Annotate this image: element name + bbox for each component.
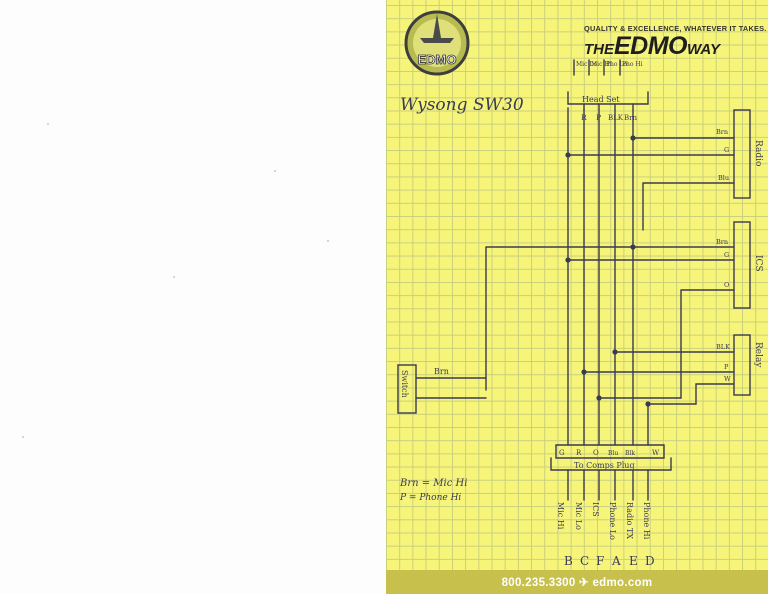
left-blank-page [22,123,329,438]
radio-blue-wire [642,182,735,231]
comp-wire-stubs [567,469,649,501]
comp-pin-o: O [593,449,599,457]
pin-letter-e: E [629,554,638,568]
ics-orange-wire [598,289,735,399]
radio-wire-brn: Brn [716,128,728,136]
head-set-pin-blk: BLK [608,114,624,122]
relay-connector [733,334,751,396]
head-set-label: Head Set [582,95,620,104]
radio-wire-blu: Blu [718,174,729,182]
pin-letter-a: A [611,554,621,568]
diagram-title: Wysong SW30 [400,95,524,115]
pad-footer: 800.235.3300 ✈ edmo.com [386,570,768,594]
comp-function-ics: ICS [591,502,600,517]
pin-letter-c: C [580,554,589,568]
top-label-pho-lo: Pho Lo [606,61,627,68]
comp-function-phone-lo: Phone Lo [608,502,617,540]
relay-white-wire [647,383,735,405]
wiring-diagram: Wysong SW30 Mic Lo Mic Hi Pho Lo Pho Hi … [397,59,763,568]
paper-speck [274,170,276,172]
pin-letter-f: F [596,554,604,568]
top-label-mic-lo: Mic Lo [576,61,597,68]
comp-pin-g: G [559,449,565,457]
relay-wire-blk: BLK [716,343,730,351]
switch-brown-wire [485,246,634,391]
ics-label: ICS [753,255,763,272]
switch-label: Switch [400,370,409,398]
comp-function-mic-hi: Mic Hi [556,502,565,530]
head-set-pin-p: P [596,113,601,122]
paper-speck [47,123,49,125]
radio-wire-g: G [724,146,729,154]
relay-wire-p: P [724,363,729,371]
comp-pin-w: W [652,449,660,457]
radio-connector [733,109,751,199]
brand-edmo: EDMO [614,32,688,60]
comp-plug-outline [550,457,672,471]
brand-way: WAY [687,41,721,58]
ics-connector [733,221,751,309]
pin-letter-b: B [564,554,573,568]
comp-pin-blk: Blk [625,450,635,457]
switch-connector [397,364,417,414]
comp-pin-blu: Blu [608,450,618,457]
brand-the: THE [584,41,614,58]
legend-line-2: P = Phone Hi [399,493,461,503]
comp-pin-r: R [576,449,582,457]
ics-wire-g: G [724,251,729,259]
head-set-pin-brn: Brn [624,114,637,122]
radio-label: Radio [753,140,763,166]
svg-text:EDMO: EDMO [418,52,457,67]
comp-function-phone-hi: Phone Hi [642,502,651,540]
tagline: QUALITY & EXCELLENCE, WHATEVER IT TAKES. [584,24,767,33]
top-pin-stubs [573,59,621,76]
legend-line-1: Brn = Mic Hi [399,478,467,489]
head-set-connector [567,91,649,105]
relay-wire-w: W [724,375,731,383]
top-label-pho-hi: Pho Hi [622,61,643,68]
head-set-pin-stubs [583,103,634,111]
paper-speck [173,276,175,278]
brand-wordmark: THEEDMOWAY [584,34,720,59]
relay-label: Relay [753,342,763,368]
comp-plug-label: To Comps Plug [574,461,635,470]
ics-wire-o: O [724,281,729,289]
switch-wire-brn: Brn [434,367,449,376]
comp-function-mic-lo: Mic Lo [574,502,583,530]
footer-contact: 800.235.3300 ✈ edmo.com [501,577,653,589]
yellow-notepad: EDMO QUALITY & EXCELLENCE, WHATEVER IT T… [386,0,768,594]
ics-wire-brn: Brn [716,238,728,246]
comp-pin-row [555,444,665,459]
edmo-logo: EDMO [404,10,470,76]
comp-function-radio-tx: Radio TX [625,502,634,539]
top-label-mic-hi: Mic Hi [591,61,612,68]
junction-dots [565,135,651,407]
head-set-pin-r: R [581,113,587,122]
paper-speck [327,240,329,242]
paper-speck [22,436,24,438]
pin-letter-d: D [645,554,655,568]
